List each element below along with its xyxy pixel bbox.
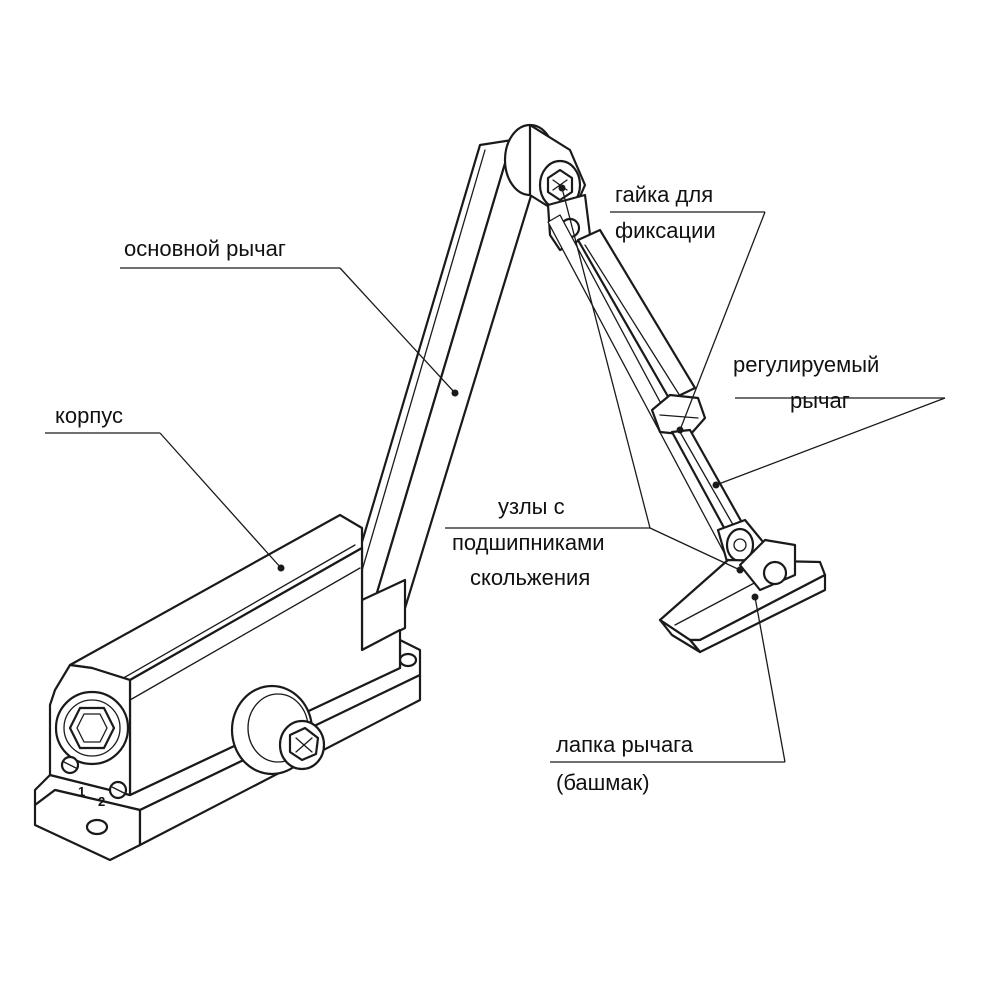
- leader-bearings: [445, 184, 744, 574]
- leader-body: [45, 432, 285, 572]
- closer-body: 1 2: [33, 513, 422, 862]
- label-bearings-3: скольжения: [470, 565, 590, 590]
- label-bearings-1: узлы с: [498, 494, 565, 519]
- adjustable-arm: [547, 214, 770, 572]
- label-adjustable-arm-1: регулируемый: [733, 352, 879, 377]
- leader-shoe: [550, 593, 786, 763]
- label-shoe-2: (башмак): [556, 770, 650, 795]
- label-lock-nut-2: фиксации: [615, 218, 716, 243]
- label-bearings-2: подшипниками: [452, 530, 605, 555]
- leader-adjustable-arm: [712, 397, 946, 489]
- label-lock-nut-1: гайка для: [615, 182, 713, 207]
- label-body: корпус: [55, 403, 123, 428]
- label-adjustable-arm-2: рычаг: [790, 388, 850, 413]
- top-joint: [503, 123, 592, 252]
- body-pivot: [230, 684, 326, 776]
- leader-lock-nut: [610, 211, 766, 434]
- leader-main-arm: [120, 267, 459, 397]
- valve-mark-1: 1: [78, 784, 85, 799]
- label-main-arm: основной рычаг: [124, 236, 286, 261]
- valve-mark-2: 2: [98, 794, 105, 809]
- label-shoe-1: лапка рычага: [556, 732, 694, 757]
